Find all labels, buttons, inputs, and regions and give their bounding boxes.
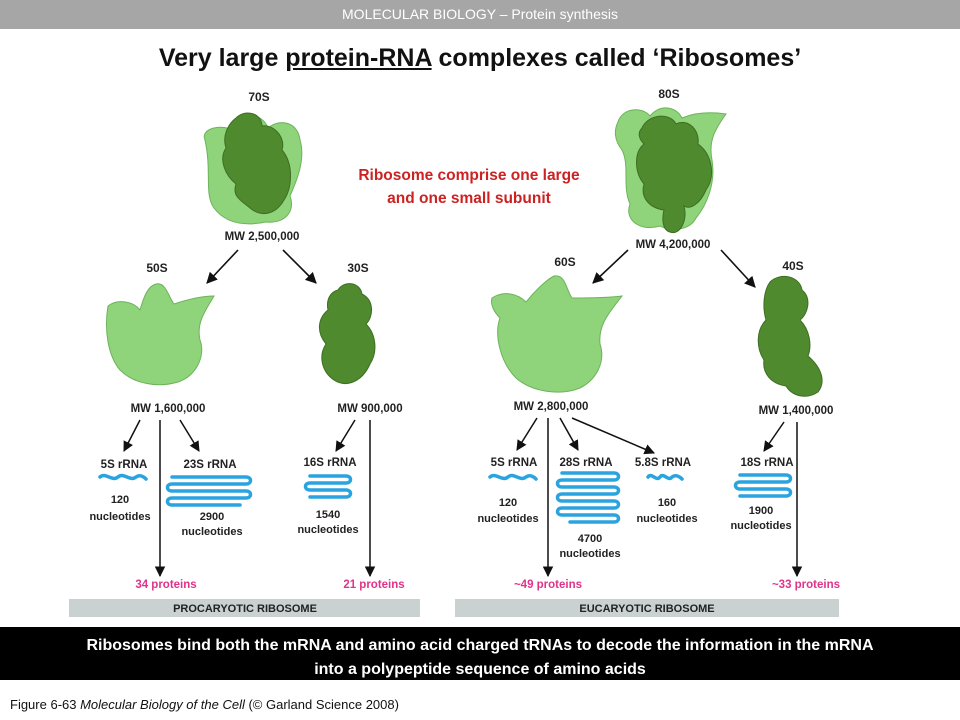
- arrow-70s-to-50s: [206, 249, 239, 284]
- rna-squiggle-euk-28s: [555, 471, 621, 524]
- mw-30s: MW 900,000: [337, 403, 402, 415]
- rna-name-euk-18s: 18S rRNA: [740, 457, 793, 469]
- title-suffix: complexes called ‘Ribosomes’: [431, 44, 802, 72]
- title-underlined: protein-RNA: [285, 44, 432, 72]
- arrow-50s-to-5s: [123, 419, 141, 452]
- mw-50s: MW 1,600,000: [131, 403, 206, 415]
- rna-nt-euk-5.8s: 160: [658, 497, 676, 509]
- arrow-60s-to-28s: [559, 417, 579, 451]
- rna-squiggle-euk-5.8s: [646, 473, 684, 481]
- rna-nt-euk-28s: 4700: [578, 533, 602, 545]
- subunit-30s-shape: [319, 283, 376, 384]
- arrow-50s-to-23s: [179, 419, 200, 452]
- note-line-2: and one small subunit: [387, 190, 551, 207]
- note-line-1: Ribosome comprise one large: [358, 167, 580, 184]
- rna-unit-prok-16s: nucleotides: [297, 524, 358, 536]
- bar-eucaryotic: [455, 599, 839, 617]
- summary-line-2: into a polypeptide sequence of amino aci…: [314, 661, 646, 678]
- ribosome-80s-shape: [614, 107, 727, 234]
- label-80s: 80S: [658, 87, 679, 101]
- rna-name-euk-5s: 5S rRNA: [491, 457, 538, 469]
- ribosome-70s-shape: [203, 112, 303, 225]
- arrow-40s-to-18s: [763, 421, 785, 452]
- rna-squiggle-prok-5s: [98, 473, 148, 481]
- subunit-60s-shape: [491, 275, 624, 393]
- rna-name-prok-16s: 16S rRNA: [303, 457, 356, 469]
- summary-banner: Ribosomes bind both the mRNA and amino a…: [0, 627, 960, 680]
- rna-nt-euk-18s: 1900: [749, 505, 773, 517]
- rna-nt-prok-16s: 1540: [316, 509, 340, 521]
- label-60s: 60S: [554, 255, 575, 269]
- arrow-30s-to-16s: [335, 419, 356, 452]
- slide-header: MOLECULAR BIOLOGY – Protein synthesis: [0, 0, 960, 29]
- rna-squiggle-prok-16s: [303, 474, 353, 499]
- mw-80s: MW 4,200,000: [636, 239, 711, 251]
- rna-name-euk-5.8s: 5.8S rRNA: [635, 457, 691, 469]
- rna-name-prok-5s: 5S rRNA: [101, 459, 148, 471]
- rna-nt-euk-5s: 120: [499, 497, 517, 509]
- rna-unit-euk-18s: nucleotides: [730, 520, 791, 532]
- caption-book-title: Molecular Biology of the Cell: [80, 697, 245, 712]
- proteins-prok-small: 21 proteins: [343, 579, 404, 591]
- title-prefix: Very large: [158, 44, 286, 72]
- arrow-60s-to-5s: [516, 417, 538, 451]
- rna-name-prok-23s: 23S rRNA: [183, 459, 236, 471]
- label-30s: 30S: [347, 261, 368, 275]
- rna-nt-prok-5s: 120: [111, 494, 129, 506]
- summary-line-1: Ribosomes bind both the mRNA and amino a…: [86, 637, 874, 654]
- caption-copyright: (© Garland Science 2008): [244, 697, 399, 712]
- rna-unit-euk-28s: nucleotides: [559, 548, 620, 560]
- mw-40s: MW 1,400,000: [759, 405, 834, 417]
- bar-eucaryotic-label: EUCARYOTIC RIBOSOME: [579, 603, 714, 615]
- bar-procaryotic: [69, 599, 420, 617]
- arrow-80s-to-40s: [720, 249, 756, 288]
- subunit-50s-shape: [106, 283, 215, 386]
- caption-figure-number: Figure 6-63: [10, 697, 81, 712]
- rna-unit-prok-5s: nucleotides: [89, 511, 150, 523]
- proteins-euk-small: ~33 proteins: [772, 579, 840, 591]
- label-40s: 40S: [782, 259, 803, 273]
- rna-name-euk-28s: 28S rRNA: [559, 457, 612, 469]
- rna-unit-prok-23s: nucleotides: [181, 526, 242, 538]
- rna-nt-prok-23s: 2900: [200, 511, 224, 523]
- label-70s: 70S: [248, 90, 269, 104]
- slide-title: Very large protein-RNA complexes called …: [0, 44, 960, 73]
- rna-squiggle-euk-18s: [733, 473, 793, 498]
- bar-procaryotic-label: PROCARYOTIC RIBOSOME: [173, 603, 317, 615]
- proteins-euk-large: ~49 proteins: [514, 579, 582, 591]
- subunit-40s-shape: [757, 275, 823, 397]
- arrow-70s-to-30s: [282, 249, 317, 284]
- rna-squiggle-euk-5s: [488, 473, 538, 481]
- mw-70s: MW 2,500,000: [225, 231, 300, 243]
- proteins-prok-large: 34 proteins: [135, 579, 196, 591]
- rna-unit-euk-5s: nucleotides: [477, 513, 538, 525]
- arrow-60s-to-5.8s: [571, 417, 655, 455]
- label-50s: 50S: [146, 261, 167, 275]
- arrow-80s-to-60s: [592, 249, 629, 284]
- mw-60s: MW 2,800,000: [514, 401, 589, 413]
- figure-caption: Figure 6-63 Molecular Biology of the Cel…: [10, 697, 399, 712]
- rna-squiggle-prok-23s: [165, 475, 253, 507]
- rna-unit-euk-5.8s: nucleotides: [636, 513, 697, 525]
